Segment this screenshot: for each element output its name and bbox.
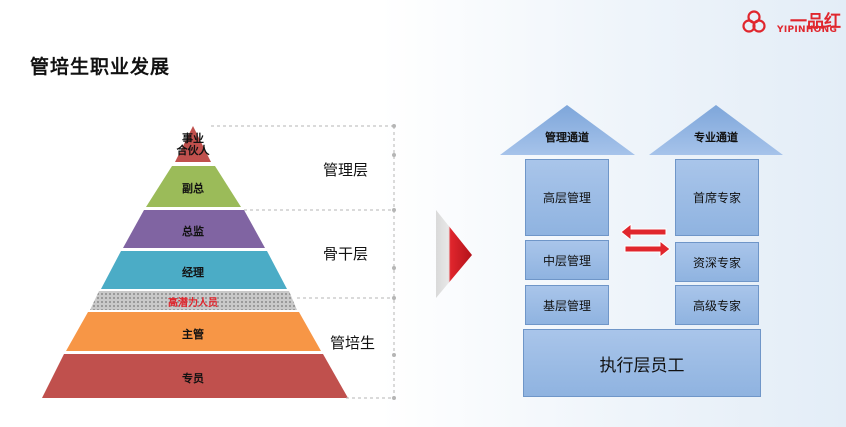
pyramid-label-high-potential: 高潜力人员 [168,298,218,309]
pyramid-label-staff: 专员 [182,372,204,385]
pyramid-level-1 [175,126,211,162]
senior-management-box: 高层管理 [525,159,609,236]
pyramid-label-supervisor: 主管 [182,328,204,341]
middle-management-box: 中层管理 [525,240,609,280]
guide-markers [392,124,396,400]
pyramid-label-partner: 事业合伙人 [176,132,210,157]
chief-expert-box: 首席专家 [675,159,759,236]
group-label-backbone: 骨干层 [323,245,369,263]
group-label-management: 管理层 [323,161,369,179]
logo-icon [742,10,766,33]
pyramid-label-vp: 副总 [182,182,204,195]
junior-management-box: 基层管理 [525,285,609,325]
advanced-expert-box: 高级专家 [675,285,759,325]
management-roof [500,105,635,155]
pyramid-label-director: 总监 [182,225,204,238]
transition-arrow [436,210,472,298]
professional-roof [649,105,783,155]
senior-expert-box: 资深专家 [675,242,759,282]
pyramid-level-5 [90,291,297,310]
logo-name: 一品红 [790,12,841,32]
pyramid-level-6 [66,312,321,351]
group-label-trainee: 管培生 [330,334,376,352]
pyramid-label-manager: 经理 [182,266,204,279]
pyramid-level-2 [146,166,241,207]
exchange-arrows [620,222,671,259]
logo-subtitle: YIPINHONG [777,25,838,35]
pyramid-level-3 [123,210,265,248]
page-title: 管培生职业发展 [30,56,171,78]
professional-channel-title: 专业通道 [694,131,738,144]
executive-staff-base: 执行层员工 [523,329,761,397]
pyramid-level-7 [42,354,348,398]
pyramid-level-4 [101,251,287,289]
management-channel-title: 管理通道 [545,131,589,144]
guide-lines [211,125,395,399]
